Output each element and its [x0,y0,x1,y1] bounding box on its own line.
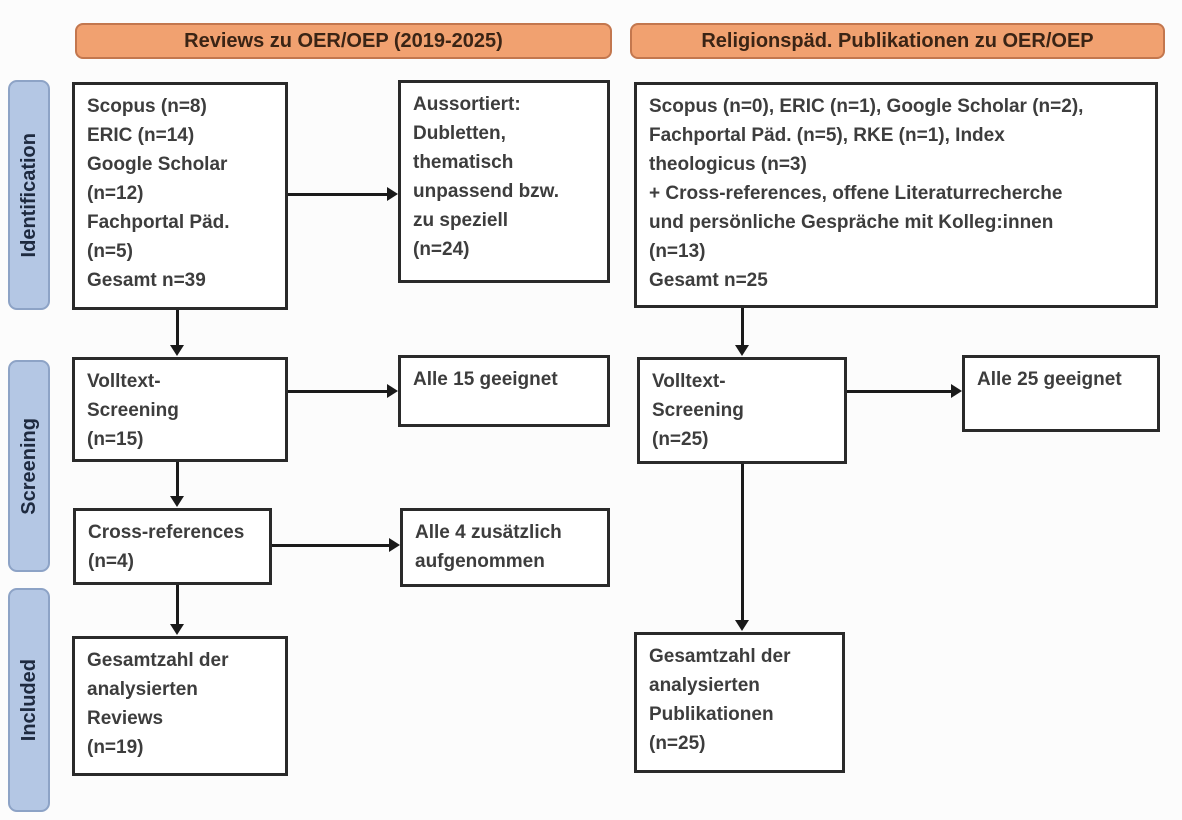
arrow-right-fulltext-to-eligible [847,384,962,398]
left-cross-references-text: Cross-references (n=4) [88,522,245,572]
right-total-box: Gesamtzahl der analysierten Publikatione… [634,632,845,773]
left-total-box: Gesamtzahl der analysierten Reviews (n=1… [72,636,288,776]
left-sorted-out-text: Aussortiert: Dubletten, thematisch unpas… [413,94,560,260]
left-total-text: Gesamtzahl der analysierten Reviews (n=1… [87,650,229,758]
left-fulltext-screening-text: Volltext- Screening (n=15) [87,371,179,450]
right-fulltext-screening-box: Volltext- Screening (n=25) [637,357,847,464]
right-identification-sources-text: Scopus (n=0), ERIC (n=1), Google Scholar… [649,96,1084,291]
column-header-reviews: Reviews zu OER/OEP (2019-2025) [75,23,612,59]
left-identification-sources-box: Scopus (n=8) ERIC (n=14) Google Scholar … [72,82,288,310]
left-cross-references-box: Cross-references (n=4) [73,508,272,585]
right-identification-sources-box: Scopus (n=0), ERIC (n=1), Google Scholar… [634,82,1158,308]
stage-identification-label: Identification [17,132,40,258]
arrow-left-crossref-to-total [170,585,184,635]
arrow-left-fulltext-to-eligible [288,384,398,398]
left-fulltext-screening-box: Volltext- Screening (n=15) [72,357,288,462]
stage-screening: Screening [8,360,50,572]
column-header-reviews-label: Reviews zu OER/OEP (2019-2025) [184,29,503,52]
right-eligible-box: Alle 25 geeignet [962,355,1160,432]
arrow-left-fulltext-to-crossref [170,462,184,507]
stage-identification: Identification [8,80,50,310]
right-eligible-text: Alle 25 geeignet [977,369,1122,390]
arrow-left-sources-to-fulltext [170,310,184,356]
stage-included: Included [8,588,50,812]
right-fulltext-screening-text: Volltext- Screening (n=25) [652,371,744,450]
stage-included-label: Included [17,658,40,742]
left-added-box: Alle 4 zusätzlich aufgenommen [400,508,610,587]
left-sorted-out-box: Aussortiert: Dubletten, thematisch unpas… [398,80,610,283]
stage-screening-label: Screening [17,417,40,515]
arrow-left-sources-to-sorted-out [288,187,398,201]
left-added-text: Alle 4 zusätzlich aufgenommen [415,522,562,572]
arrow-right-sources-to-fulltext [735,308,749,356]
left-eligible-box: Alle 15 geeignet [398,355,610,427]
column-header-religionspaed: Religionspäd. Publikationen zu OER/OEP [630,23,1165,59]
right-total-text: Gesamtzahl der analysierten Publikatione… [649,646,791,754]
left-identification-sources-text: Scopus (n=8) ERIC (n=14) Google Scholar … [87,96,230,291]
arrow-right-fulltext-to-total [735,464,749,631]
column-header-religionspaed-label: Religionspäd. Publikationen zu OER/OEP [701,29,1094,52]
arrow-left-crossref-to-added [272,538,400,552]
left-eligible-text: Alle 15 geeignet [413,369,558,390]
